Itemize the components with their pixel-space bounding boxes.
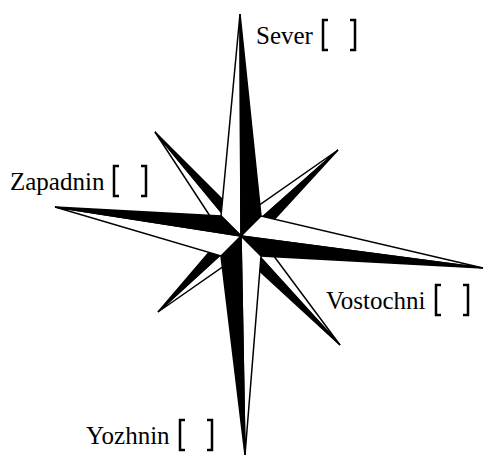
answer-bracket [319, 18, 359, 52]
answer-bracket [432, 283, 472, 317]
direction-label: Yozhnin [86, 418, 216, 452]
direction-label: Sever [256, 18, 359, 52]
bracket-stroke [180, 420, 185, 450]
direction-name: Zapadnin [10, 169, 104, 194]
answer-bracket [110, 164, 150, 198]
rose-point [221, 14, 241, 236]
bracket-stroke [207, 420, 212, 450]
rose-point [241, 236, 483, 268]
bracket-stroke [436, 285, 441, 315]
answer-bracket [176, 418, 216, 452]
direction-name: Yozhnin [86, 423, 170, 448]
rose-point [221, 236, 245, 455]
rose-point [55, 207, 241, 236]
bracket-stroke [463, 285, 468, 315]
bracket-stroke [141, 166, 146, 196]
direction-name: Sever [256, 23, 313, 48]
rose-point [241, 216, 483, 268]
bracket-stroke [350, 20, 355, 50]
rose-point [55, 207, 241, 256]
bracket-stroke [323, 20, 328, 50]
bracket-stroke [114, 166, 119, 196]
direction-label: Zapadnin [10, 164, 150, 198]
direction-name: Vostochni [326, 288, 426, 313]
direction-label: Vostochni [326, 283, 472, 317]
